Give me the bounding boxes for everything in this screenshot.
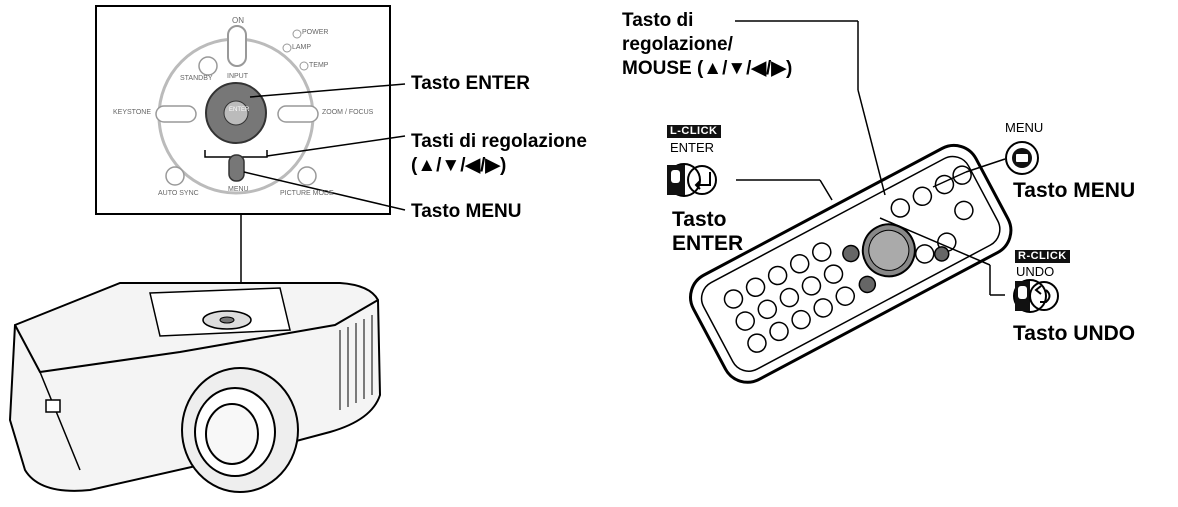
standby-label: STANDBY bbox=[180, 75, 213, 82]
callout-adjust-keys-line2: (▲/▼/◀/▶) bbox=[411, 155, 507, 176]
callout-undo: Tasto UNDO bbox=[1013, 322, 1136, 345]
callout-enter-key: Tasto ENTER bbox=[411, 73, 530, 94]
menu-button-icon bbox=[228, 154, 245, 182]
menu-panel-label: MENU bbox=[228, 186, 249, 193]
undo-button-icon bbox=[1013, 279, 1059, 313]
callout-mouse-line2: regolazione/ bbox=[622, 34, 733, 55]
callout-enter-line1: Tasto bbox=[672, 208, 727, 231]
callout-enter-line2: ENTER bbox=[672, 232, 744, 255]
callout-menu-key: Tasto MENU bbox=[411, 201, 522, 222]
lclick-badge: L-CLICK bbox=[667, 125, 721, 138]
rclick-badge: R-CLICK bbox=[1015, 250, 1070, 263]
on-button-icon bbox=[227, 25, 247, 67]
projector-body bbox=[8, 282, 382, 493]
temp-label: TEMP bbox=[309, 62, 329, 69]
callout-menu-remote: Tasto MENU bbox=[1013, 179, 1136, 202]
auto-sync-label: AUTO SYNC bbox=[158, 190, 199, 197]
input-label: INPUT bbox=[227, 73, 248, 80]
callout-mouse-line3: MOUSE (▲/▼/◀/▶) bbox=[622, 58, 793, 79]
undo-small-label: UNDO bbox=[1016, 264, 1055, 279]
menu-remote-icon bbox=[1005, 141, 1039, 175]
on-label: ON bbox=[232, 16, 244, 25]
enter-button-icon bbox=[667, 163, 717, 197]
zoom-focus-label: ZOOM / FOCUS bbox=[322, 109, 374, 116]
enter-pad-label: ENTER bbox=[229, 107, 250, 113]
callout-adjust-keys-line1: Tasti di regolazione bbox=[411, 131, 587, 152]
enter-small-label: ENTER bbox=[670, 140, 715, 155]
picture-mode-label: PICTURE MODE bbox=[280, 190, 334, 197]
menu-small-label: MENU bbox=[1005, 120, 1044, 135]
remote-control bbox=[689, 143, 1013, 384]
callout-mouse-line1: Tasto di bbox=[622, 10, 694, 31]
standby-button-icon bbox=[198, 56, 218, 76]
keystone-label: KEYSTONE bbox=[113, 109, 151, 116]
power-label: POWER bbox=[302, 29, 329, 36]
lamp-label: LAMP bbox=[292, 44, 312, 51]
projector-panel-closeup bbox=[95, 5, 391, 215]
